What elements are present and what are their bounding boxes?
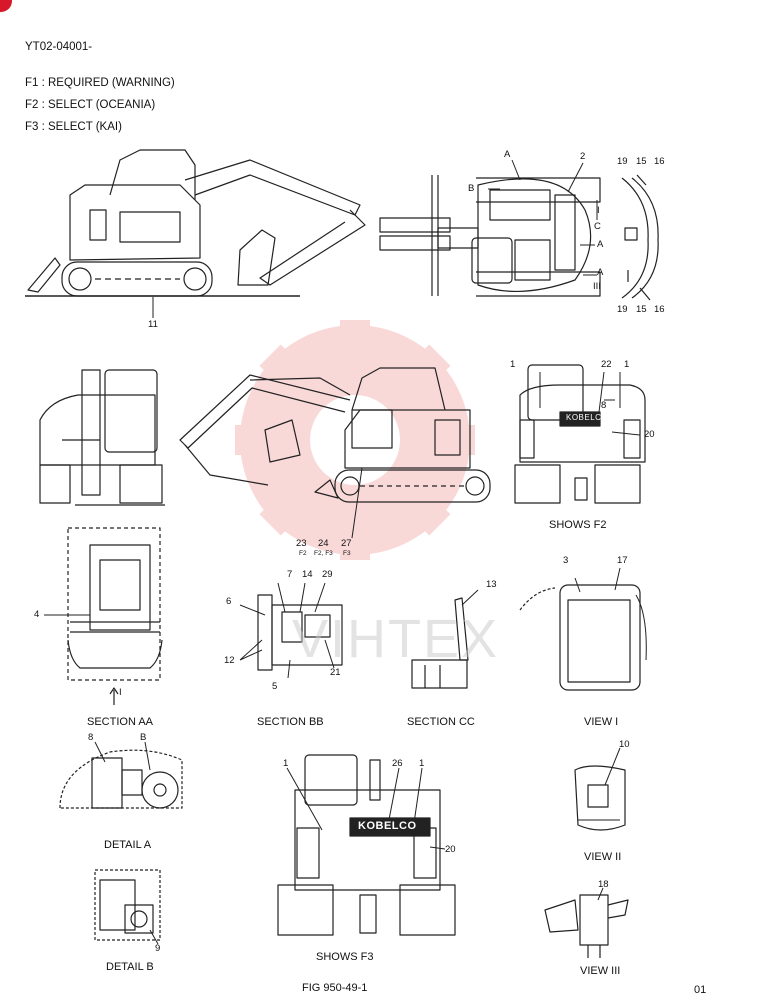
caption-view-iii: VIEW III [580,965,621,977]
callout-5: 5 [272,681,278,692]
legend-f1: F1 : REQUIRED (WARNING) [25,77,175,89]
marker-i-right: I [597,205,600,216]
caption-section-cc: SECTION CC [407,716,475,728]
callout-26: 26 [392,758,403,769]
callout-10: 10 [619,739,630,750]
rear-view-shows-f3 [277,754,456,936]
caption-detail-b: DETAIL B [106,961,154,973]
callout-21: 21 [330,667,341,678]
section-bb-drawing [239,582,343,679]
callout-17: 17 [617,555,628,566]
callout-14: 14 [302,569,313,580]
callout-19-top: 19 [617,156,628,167]
callout-1-f2-right: 1 [624,359,630,370]
callout-15-bottom: 15 [636,304,647,315]
section-aa-drawing [44,527,163,705]
callout-27-flag: F3 [343,550,351,557]
callout-3: 3 [563,555,569,566]
caption-section-aa: SECTION AA [87,716,154,728]
callout-4: 4 [34,609,40,620]
marker-i-arrow: I [119,687,122,698]
callout-16-top: 16 [654,156,665,167]
callout-8-detail-a: 8 [88,732,94,743]
callout-1-f3-left: 1 [283,758,289,769]
excavator-front-view [39,369,165,506]
excavator-side-view [25,149,366,297]
callout-23: 23 [296,538,307,549]
marker-c-right: C [594,221,601,232]
callout-22: 22 [601,359,612,370]
marker-iii-right: III [593,281,601,292]
callout-27: 27 [341,538,352,549]
callout-24: 24 [318,538,329,549]
view-iii-drawing [544,887,629,958]
detail-b-drawing [94,869,161,945]
callout-29: 29 [322,569,333,580]
marker-a-right2: A [597,267,604,278]
callout-24-flag: F2, F3 [314,550,333,557]
top-view-markers [488,159,598,276]
callout-1-f2-left: 1 [510,359,516,370]
callout-19-bottom: 19 [617,304,628,315]
callout-7: 7 [287,569,293,580]
view-ii-drawing [574,747,626,831]
marker-b-detail: B [140,732,147,743]
detail-a-drawing [59,741,183,809]
watermark-text: VIHTEX [292,609,500,669]
figure-number: FIG 950-49-1 [302,982,368,994]
caption-detail-a: DETAIL A [104,839,152,851]
brand-logo-f3: KOBELCO [358,820,417,832]
caption-section-bb: SECTION BB [257,716,324,728]
callout-15-top: 15 [636,156,647,167]
callout-16-bottom: 16 [654,304,665,315]
rear-view-shows-f2 [514,364,646,504]
callout-20-f3: 20 [445,844,456,855]
marker-b-left: B [468,183,475,194]
callout-9: 9 [155,943,161,954]
marker-a-top: A [504,149,511,160]
doc-code: YT02-04001- [25,41,93,53]
caption-shows-f2: SHOWS F2 [549,519,607,531]
excavator-long-boom-view [179,367,491,503]
caption-view-i: VIEW I [584,716,619,728]
brand-logo-f2: KOBELCO [566,413,609,422]
callout-20-f2: 20 [644,429,655,440]
legend-f3: F3 : SELECT (KAI) [25,121,122,133]
counterweight-top-detail [621,174,659,301]
callout-23-flag: F2 [299,550,307,557]
callout-1-f3-right: 1 [419,758,425,769]
callout-11: 11 [148,319,158,330]
callout-13: 13 [486,579,497,590]
callout-2: 2 [580,151,586,162]
callout-18: 18 [598,879,609,890]
marker-a-right1: A [597,239,604,250]
caption-shows-f3: SHOWS F3 [316,951,374,963]
section-cc-drawing [411,589,479,689]
callout-8-f2: 8 [601,400,607,411]
callout-6: 6 [226,596,232,607]
caption-view-ii: VIEW II [584,851,622,863]
callout-12: 12 [224,655,235,666]
legend-f2: F2 : SELECT (OCEANIA) [25,99,156,111]
view-i-drawing [519,567,647,691]
page-number: 01 [694,984,707,996]
